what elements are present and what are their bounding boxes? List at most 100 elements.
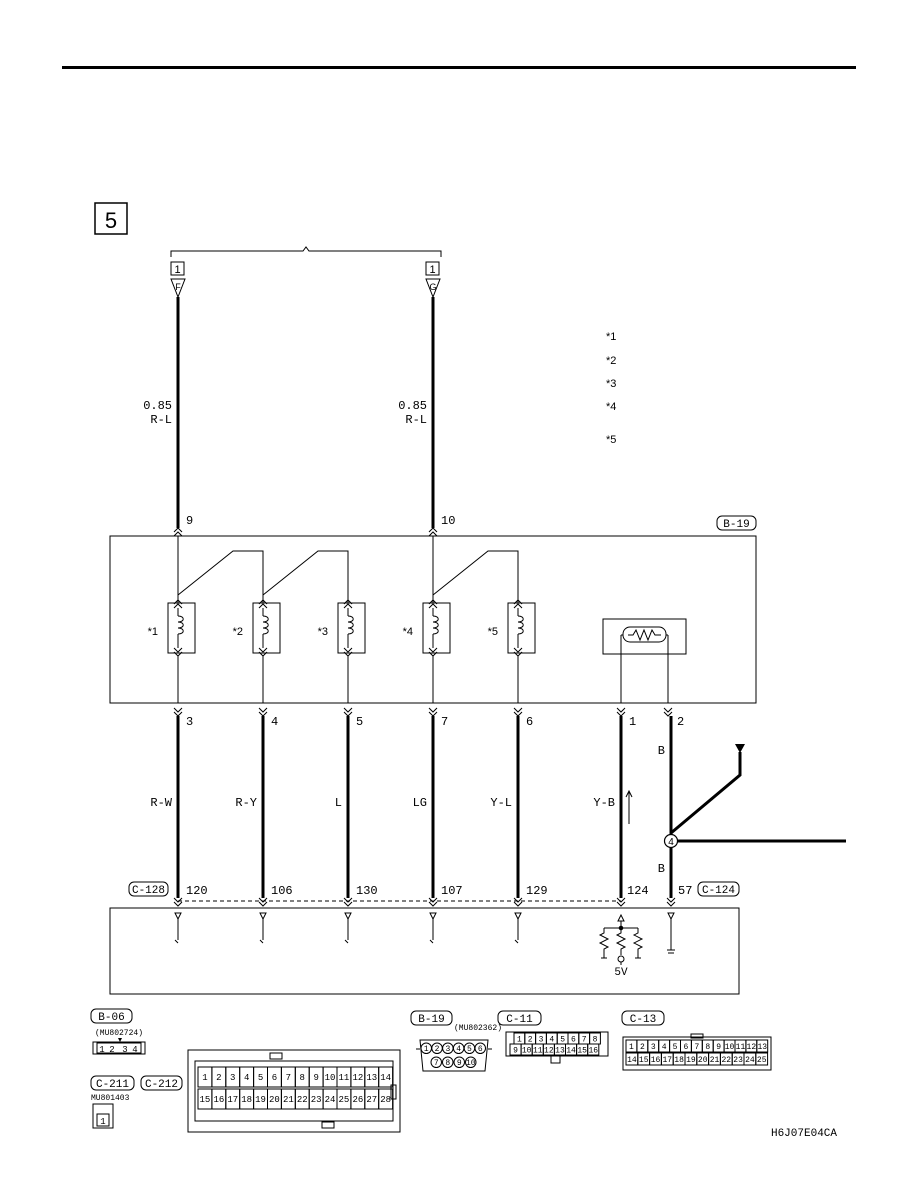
connector-part-number: (MU802362): [454, 1024, 502, 1033]
coil-label: *4: [403, 626, 413, 638]
connector-pin: 4: [662, 1043, 667, 1052]
coil-1: *1: [148, 599, 196, 703]
connector-pin: 10: [522, 1046, 532, 1055]
connector-part-number: MU801403: [91, 1094, 130, 1103]
pin-number: 4: [271, 715, 278, 729]
connector-pin: 5: [258, 1073, 263, 1083]
connector-pin: 3: [122, 1045, 127, 1055]
connector-pin: 9: [457, 1059, 462, 1068]
wire-color-label: R-Y: [235, 796, 257, 810]
connector-pin: 2: [435, 1045, 440, 1054]
connector-pin: 14: [566, 1046, 576, 1055]
connector-pin: 19: [686, 1056, 696, 1065]
coil-3: *3: [318, 599, 366, 703]
connector-pin: 18: [674, 1056, 684, 1065]
connector-pin: 1: [100, 1117, 105, 1127]
connector-pin: 10: [725, 1043, 735, 1052]
connector-pin: 7: [286, 1073, 291, 1083]
wire-color-label: LG: [413, 796, 427, 810]
connector-pin: 4: [456, 1045, 461, 1054]
wire-color-label: B: [658, 862, 665, 876]
splice-number: 4: [668, 837, 674, 848]
connector-pin: 18: [241, 1095, 252, 1105]
connector-pin: 3: [539, 1035, 544, 1044]
splice-circle-icon: [663, 833, 679, 849]
connector-pin: 19: [255, 1095, 266, 1105]
pin-number: 3: [186, 715, 193, 729]
coil-5: *5: [488, 599, 536, 703]
connector-pin: 5: [560, 1035, 565, 1044]
connector-pin: 16: [651, 1056, 661, 1065]
connector-pin: 7: [694, 1043, 699, 1052]
ecu-pin-number: 106: [271, 884, 293, 898]
coil-2: *2: [233, 599, 281, 703]
connector-pin: 16: [588, 1046, 598, 1055]
coil-icon: [432, 615, 439, 635]
connector-box-label: 1: [429, 264, 435, 276]
harness-bracket: [170, 246, 442, 257]
connector-pin: 6: [684, 1043, 689, 1052]
coil-label: *3: [318, 626, 328, 638]
ecu-drivers: [174, 912, 675, 954]
connector-pin: 8: [300, 1073, 305, 1083]
connector-pin: 13: [757, 1043, 767, 1052]
top-connector-f: 1 F: [170, 261, 186, 299]
connector-pin: 13: [366, 1073, 377, 1083]
legend-item: *4: [606, 401, 616, 413]
connector-pin: 12: [544, 1046, 554, 1055]
connector-pin: 24: [325, 1095, 336, 1105]
ecu-label-box: [128, 881, 169, 897]
connector-view-label: C-211: [96, 1079, 129, 1091]
resistor-icon: [598, 928, 610, 959]
pin-number: 5: [356, 715, 363, 729]
connector-pin: 1: [517, 1035, 522, 1044]
connector-view-label: B-19: [418, 1014, 444, 1026]
ecu-pin-number: 107: [441, 884, 463, 898]
legend-item: *1: [606, 331, 616, 343]
connector-pin: 6: [478, 1045, 483, 1054]
connector-pin: 8: [445, 1059, 450, 1068]
coil-label: *2: [233, 626, 243, 638]
ecu-label-right: C-124: [702, 885, 735, 897]
wire-color-label: Y-B: [593, 796, 615, 810]
coil-label: *1: [148, 626, 158, 638]
connector-pin: 10: [325, 1073, 336, 1083]
connector-pin: 6: [272, 1073, 277, 1083]
connector-pin: 23: [311, 1095, 322, 1105]
connector-letter: G: [429, 282, 436, 292]
ecu-label-left: C-128: [132, 885, 165, 897]
ecu-box: [109, 907, 740, 995]
connector-pin: 21: [283, 1095, 294, 1105]
supply-voltage-label: 5V: [614, 967, 628, 979]
connector-pin: 12: [352, 1073, 363, 1083]
connector-pin: 25: [757, 1056, 767, 1065]
connector-view-label: C-11: [506, 1014, 533, 1026]
temperature-sensor: [602, 618, 687, 703]
connector-pin: 12: [747, 1043, 757, 1052]
connector-pin: 11: [339, 1073, 350, 1083]
connector-pin: 3: [651, 1043, 656, 1052]
connector-view-c211: C-211 MU801403 1: [90, 1075, 135, 1129]
connector-pin: 10: [466, 1059, 476, 1068]
ecu-pins: [173, 897, 676, 907]
connector-triangle-icon: [170, 278, 186, 299]
connector-pin: 7: [582, 1035, 587, 1044]
module-label: B-19: [723, 519, 749, 531]
connector-pin: 9: [716, 1043, 721, 1052]
wire-size-label: 0.85: [398, 399, 427, 413]
module-label-box: [716, 515, 757, 531]
wire-size-label: 0.85: [143, 399, 172, 413]
header-rule: [62, 66, 856, 69]
resistor-icon: [632, 928, 644, 959]
connector-pin: 17: [662, 1056, 672, 1065]
coil-label: *5: [488, 626, 498, 638]
pin-number: 10: [441, 514, 455, 528]
wire-color-label: Y-L: [490, 796, 512, 810]
legend-item: *5: [606, 434, 616, 446]
connector-triangle-icon: [425, 278, 441, 299]
connector-pin: 2: [109, 1045, 114, 1055]
pin-number: 6: [526, 715, 533, 729]
